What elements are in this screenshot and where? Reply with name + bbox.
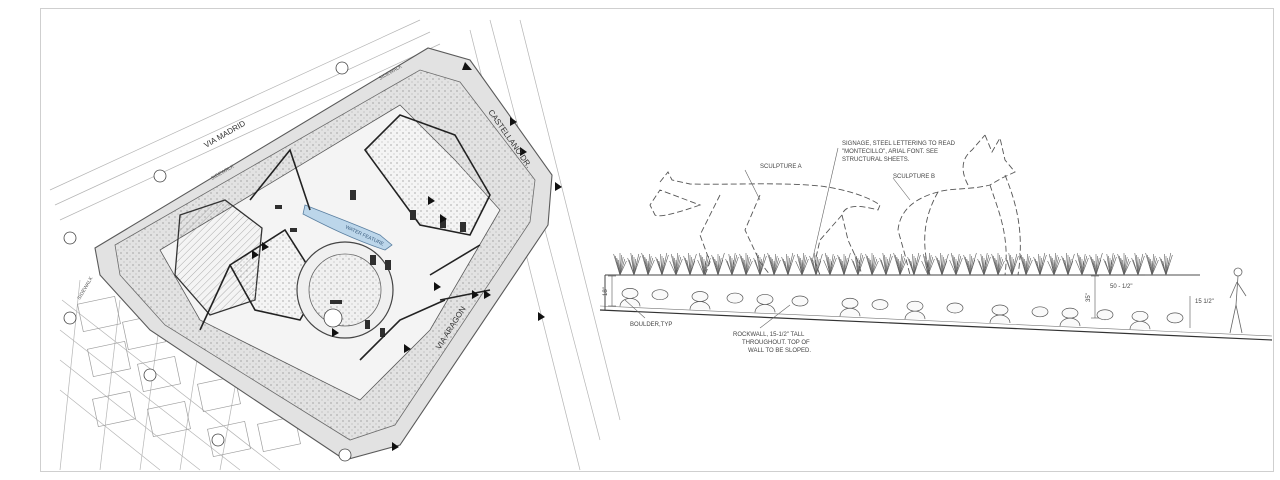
signage-note-line-2: "MONTECILLO", ARIAL FONT. SEE: [842, 149, 938, 155]
circular-planting: [308, 253, 382, 327]
dimension-lines: [608, 274, 1200, 328]
wall-base-line: [599, 305, 1273, 337]
rockwall-note-line-2: THROUGHOUT. TOP OF: [742, 340, 810, 346]
site-plan: WATER FEATURE: [49, 19, 621, 471]
section-cut-lines: [199, 148, 491, 361]
sculpture-b: [897, 134, 1021, 276]
elevation-drawing: SCULPTURE A SCULPTURE B SIGNAGE, STEEL L…: [599, 134, 1273, 354]
rockwall-note-line-3: WALL TO BE SLOPED.: [748, 348, 811, 354]
center-feature: [323, 308, 343, 328]
dimension-15-half: 15 1/2": [1195, 299, 1214, 305]
grade-line: [599, 309, 1273, 341]
sculpture-a: [649, 171, 881, 276]
signage-note-line-3: STRUCTURAL SHEETS.: [842, 157, 910, 163]
scale-figure: [1229, 267, 1247, 334]
boulder-note: BOULDER,TYP: [630, 322, 672, 328]
boulders: [619, 288, 1184, 330]
site-furniture: [275, 190, 466, 337]
sheet-border: [40, 8, 1274, 472]
dimension-50-half: 50 - 1/2": [1110, 284, 1132, 290]
ornamental-grasses: [613, 252, 1173, 276]
water-feature: [302, 204, 393, 251]
sculpture-a-label: SCULPTURE A: [760, 164, 802, 170]
section-markers: [252, 62, 562, 451]
planter-north: [363, 114, 491, 236]
note-leaders: [624, 147, 911, 329]
sculpture-b-label: SCULPTURE B: [893, 174, 935, 180]
signage-note-line-1: SIGNAGE, STEEL LETTERING TO READ: [842, 141, 956, 147]
dimension-18: 18": [603, 287, 609, 296]
rockwall-note-line-1: ROCKWALL, 15-1/2" TALL: [733, 332, 805, 338]
detail-callouts: [63, 61, 352, 462]
dimension-35: 35": [1086, 293, 1092, 302]
